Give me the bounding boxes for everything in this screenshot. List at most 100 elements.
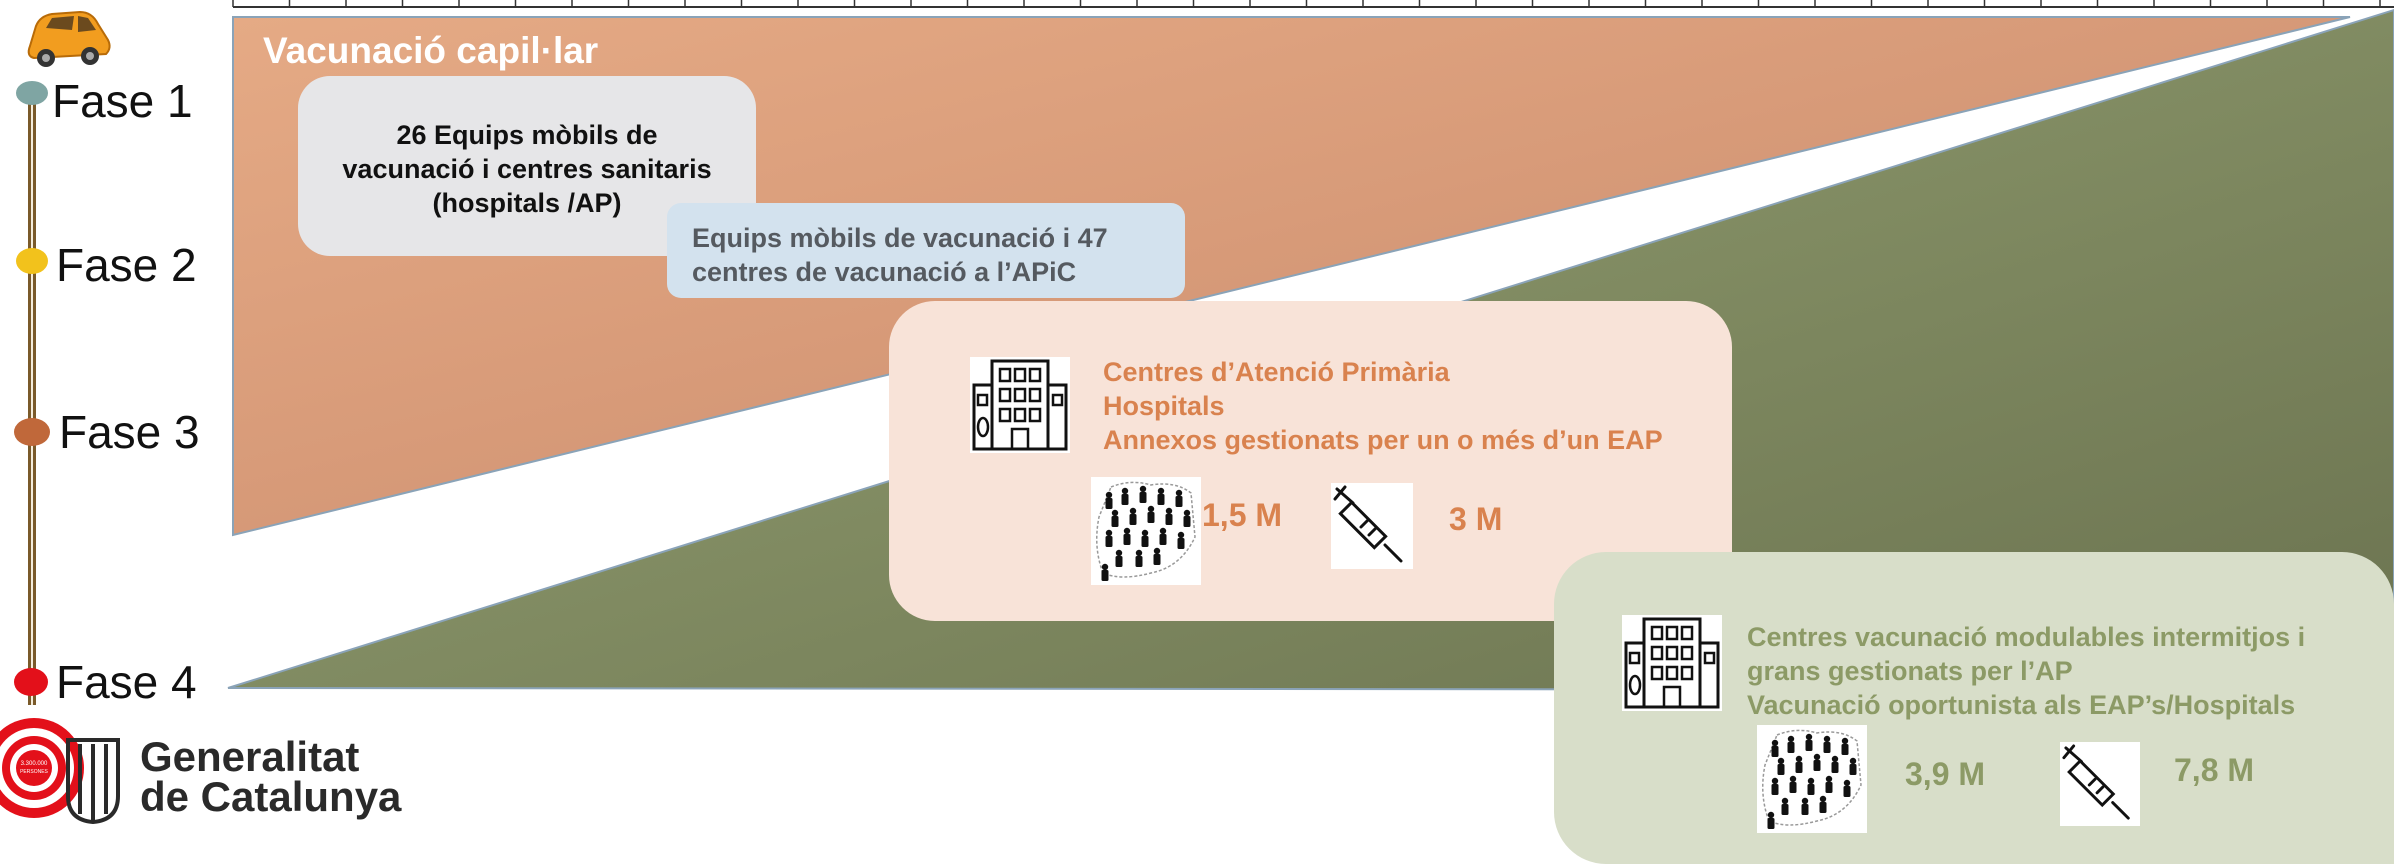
person-figure <box>1781 797 1789 805</box>
fase4-box: Centres vacunació modulables intermitjos… <box>1554 552 2394 864</box>
syringe-icon <box>1331 483 1413 569</box>
fase3-doses-value: 3 M <box>1449 501 1503 537</box>
person-figure <box>1771 739 1779 747</box>
person-figure <box>1129 507 1137 515</box>
fase3-people-value: 1,5 M <box>1202 497 1283 533</box>
person-figure <box>1823 742 1831 753</box>
fase4-line: Centres vacunació modulables intermitjos… <box>1747 622 2306 652</box>
person-figure <box>1105 498 1113 509</box>
target-text: PERSONES <box>20 769 48 775</box>
person-figure <box>1105 491 1113 499</box>
person-figure <box>1183 516 1191 527</box>
person-figure <box>1175 489 1183 497</box>
person-figure <box>1789 782 1797 793</box>
phase-label-1: Fase 1 <box>52 75 193 127</box>
person-figure <box>1841 737 1849 745</box>
person-figure <box>1771 777 1779 785</box>
person-figure <box>1111 516 1119 527</box>
person-figure <box>1849 757 1857 765</box>
person-figure <box>1147 512 1155 523</box>
fase1-line: (hospitals /AP) <box>432 188 622 218</box>
person-figure <box>1101 570 1109 581</box>
person-figure <box>1153 547 1161 555</box>
person-figure <box>1801 797 1809 805</box>
person-figure <box>1175 496 1183 507</box>
person-figure <box>1795 762 1803 773</box>
phase-dot-2 <box>16 248 48 274</box>
phase-label-2: Fase 2 <box>56 239 197 291</box>
person-figure <box>1805 740 1813 751</box>
person-figure <box>1123 534 1131 545</box>
person-figure <box>1825 782 1833 793</box>
person-figure <box>1157 494 1165 505</box>
person-figure <box>1139 492 1147 503</box>
generalitat-logo-text: Generalitat de Catalunya <box>140 736 401 818</box>
fase3-line: Hospitals <box>1103 391 1225 421</box>
person-figure <box>1831 755 1839 763</box>
phase-dot-3 <box>14 418 50 446</box>
fase2-box: Equips mòbils de vacunació i 47 centres … <box>667 203 1185 298</box>
person-figure <box>1767 811 1775 819</box>
target-text: 3.300.000 <box>21 761 48 767</box>
car-icon <box>27 10 111 67</box>
person-figure <box>1105 536 1113 547</box>
person-figure <box>1141 536 1149 547</box>
person-figure <box>1843 779 1851 787</box>
person-figure <box>1153 554 1161 565</box>
fase3-line: Annexos gestionats per un o més d’un EAP <box>1103 425 1663 455</box>
person-figure <box>1849 764 1857 775</box>
person-figure <box>1767 818 1775 829</box>
building-icon <box>970 357 1070 453</box>
person-figure <box>1177 531 1185 539</box>
target-icon: 3.300.000 PERSONES <box>0 718 84 818</box>
person-figure <box>1121 494 1129 505</box>
person-figure <box>1819 802 1827 813</box>
person-figure <box>1807 784 1815 795</box>
person-figure <box>1129 514 1137 525</box>
person-figure <box>1111 509 1119 517</box>
people-map-icon <box>1091 477 1201 585</box>
person-figure <box>1789 775 1797 783</box>
person-figure <box>1823 735 1831 743</box>
person-figure <box>1813 760 1821 771</box>
person-figure <box>1787 735 1795 743</box>
people-map-icon <box>1757 725 1867 833</box>
person-figure <box>1177 538 1185 549</box>
person-figure <box>1165 514 1173 525</box>
person-figure <box>1159 527 1167 535</box>
fase4-people-value: 3,9 M <box>1905 756 1986 792</box>
person-figure <box>1771 746 1779 757</box>
person-figure <box>1813 753 1821 761</box>
person-figure <box>1159 534 1167 545</box>
person-figure <box>1147 505 1155 513</box>
person-figure <box>1157 487 1165 495</box>
phase-label-4: Fase 4 <box>56 656 197 708</box>
fase1-line: 26 Equips mòbils de <box>396 120 658 150</box>
person-figure <box>1831 762 1839 773</box>
person-figure <box>1777 764 1785 775</box>
timeline-ruler <box>232 0 2394 8</box>
person-figure <box>1165 507 1173 515</box>
person-figure <box>1843 786 1851 797</box>
person-figure <box>1105 529 1113 537</box>
person-figure <box>1141 529 1149 537</box>
fase1-line: vacunació i centres sanitaris <box>342 154 712 184</box>
person-figure <box>1771 784 1779 795</box>
person-figure <box>1101 563 1109 571</box>
person-figure <box>1787 742 1795 753</box>
fase2-line: centres de vacunació a l’APiC <box>692 257 1077 287</box>
fase4-line: grans gestionats per l’AP <box>1747 656 2073 686</box>
person-figure <box>1781 804 1789 815</box>
person-figure <box>1135 549 1143 557</box>
person-figure <box>1801 804 1809 815</box>
phase-label-3: Fase 3 <box>59 406 200 458</box>
person-figure <box>1183 509 1191 517</box>
person-figure <box>1819 795 1827 803</box>
fase2-line: Equips mòbils de vacunació i 47 <box>692 223 1108 253</box>
phase-dot-1 <box>16 81 48 105</box>
person-figure <box>1825 775 1833 783</box>
fase4-line: Vacunació oportunista als EAP’s/Hospital… <box>1747 690 2296 720</box>
person-figure <box>1139 485 1147 493</box>
person-figure <box>1795 755 1803 763</box>
person-figure <box>1777 757 1785 765</box>
